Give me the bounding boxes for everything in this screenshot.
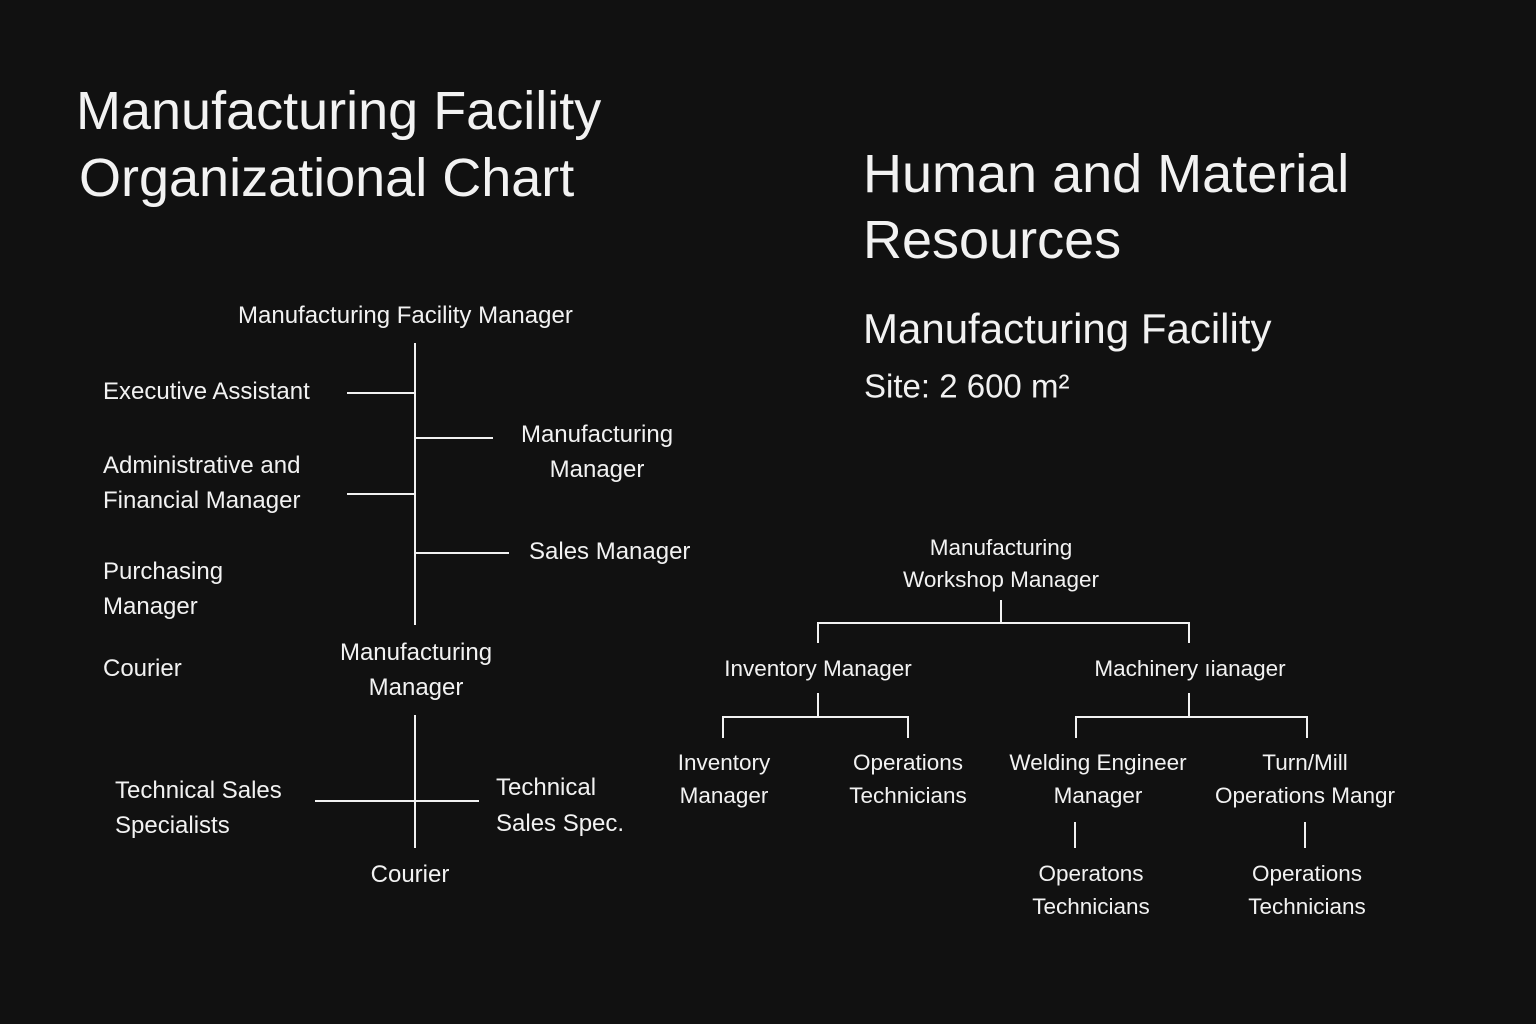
node-workshop-manager: Manufacturing [929, 534, 1073, 560]
node-operations-technicians: Technicians [1032, 893, 1150, 919]
node-purchasing-manager: Purchasing [103, 558, 224, 585]
node-machinery-manager: Machinery ıianager [1094, 655, 1286, 681]
right-title-line-1: Human and Material [863, 144, 1350, 204]
node-operations-technicians: Technicians [1248, 893, 1366, 919]
node-operations-technicians: Operations [852, 749, 964, 775]
node-operations-technicians: Operatons [1038, 860, 1144, 886]
node-facility-manager: Manufacturing Facility Manager [238, 302, 573, 329]
left-title-line-2: Organizational Chart [79, 148, 575, 208]
node-manufacturing-manager-center: Manufacturing [339, 639, 493, 666]
node-inventory-manager: Inventory Manager [724, 655, 912, 681]
left-title-line-1: Manufacturing Facility [76, 81, 602, 141]
node-operations-technicians: Operations [1251, 860, 1363, 886]
node-executive-assistant: Executive Assistant [103, 378, 310, 405]
node-welding-engineer-manager: Welding Engineer [1009, 749, 1187, 775]
node-sales-manager: Sales Manager [529, 538, 691, 565]
right-title-line-2: Resources [863, 210, 1122, 270]
node-admin-financial-manager: Financial Manager [103, 487, 301, 514]
node-turn-mill-manager: Turn/Mill [1262, 749, 1348, 775]
node-manufacturing-manager-right: Manager [549, 456, 645, 483]
right-subtitle: Manufacturing Facility [863, 305, 1272, 352]
node-technical-sales-spec: Technical [496, 774, 597, 801]
node-workshop-manager: Workshop Manager [903, 566, 1099, 592]
node-technical-sales-specialists: Technical Sales [115, 777, 282, 804]
node-purchasing-manager: Manager [103, 593, 198, 620]
site-area: Site: 2 600 m² [864, 367, 1070, 405]
node-manufacturing-manager-center: Manager [368, 674, 464, 701]
node-operations-technicians: Technicians [849, 782, 967, 808]
node-technical-sales-spec: Sales Spec. [496, 810, 625, 837]
node-inventory-manager-sub: Manager [679, 782, 769, 808]
node-technical-sales-specialists: Specialists [115, 812, 230, 839]
node-manufacturing-manager-right: Manufacturing [520, 421, 674, 448]
node-turn-mill-manager: Operations Mangr [1214, 782, 1396, 808]
node-inventory-manager-sub: Inventory [677, 749, 771, 775]
node-courier-bottom: Courier [370, 861, 450, 888]
node-welding-engineer-manager: Manager [1053, 782, 1143, 808]
node-courier-left: Courier [103, 655, 182, 682]
node-admin-financial-manager: Administrative and [103, 452, 301, 479]
